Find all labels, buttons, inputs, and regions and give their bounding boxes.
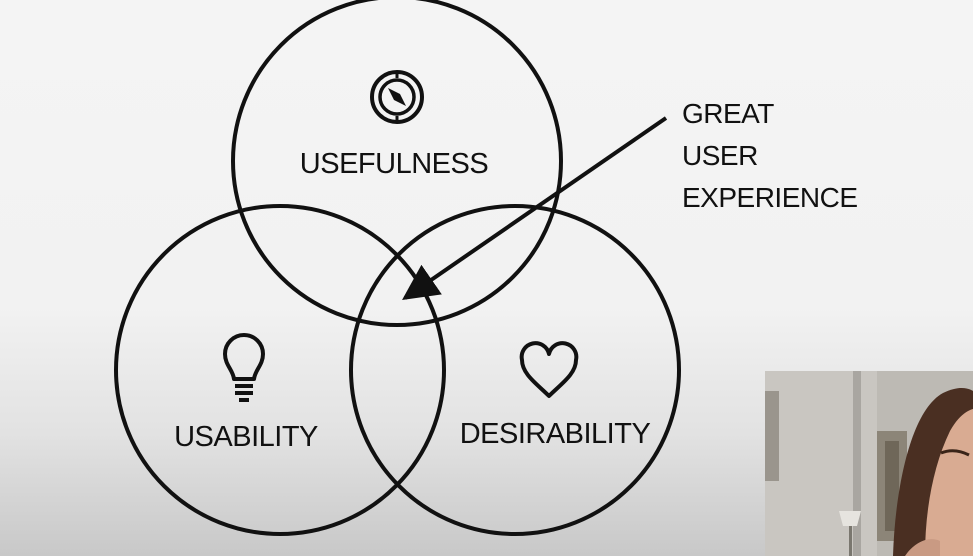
compass-icon <box>370 70 424 124</box>
desirability-circle <box>349 204 681 536</box>
usefulness-label: USEFULNESS <box>300 148 489 180</box>
usability-circle <box>114 204 446 536</box>
presenter-webcam-overlay <box>765 371 973 556</box>
callout-line-user: USER <box>682 140 758 171</box>
usefulness-circle <box>231 0 563 327</box>
usability-label: USABILITY <box>174 421 318 453</box>
lightbulb-icon <box>223 333 265 402</box>
desirability-label: DESIRABILITY <box>460 418 651 450</box>
callout-line-great: GREAT <box>682 98 774 129</box>
heart-icon <box>519 341 579 398</box>
callout-arrow <box>402 116 668 301</box>
callout-line-experience: EXPERIENCE <box>682 182 858 213</box>
